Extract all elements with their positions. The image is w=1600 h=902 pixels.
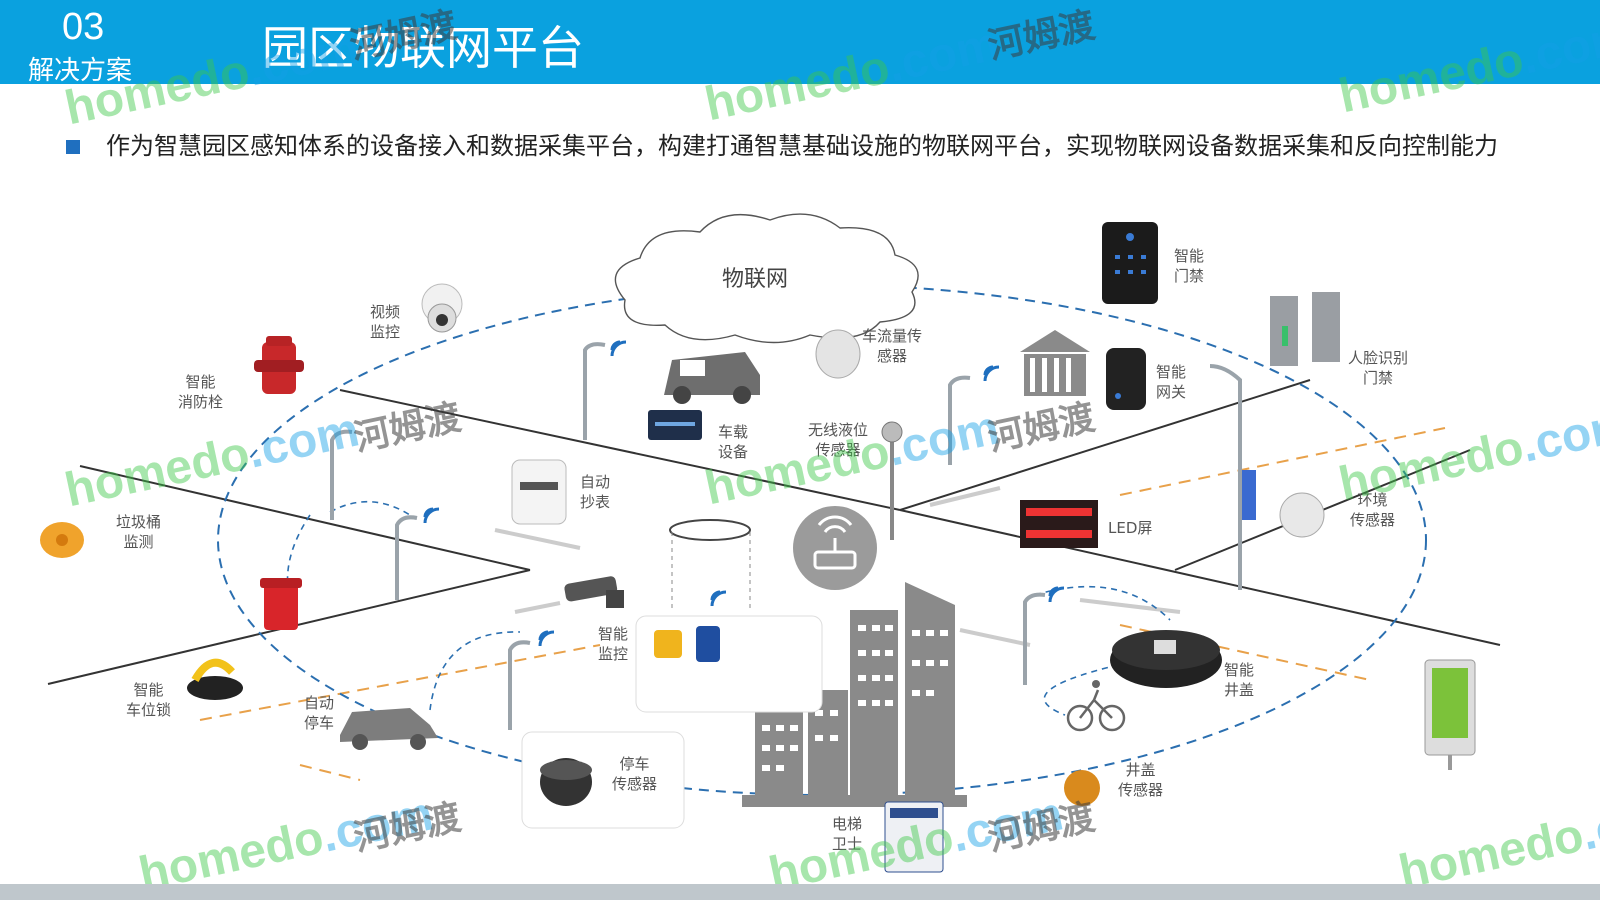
- label-access-control: 智能 门禁: [1174, 247, 1205, 285]
- label-face-gate: 人脸识别 门禁: [1348, 349, 1409, 387]
- trash-sensor: [40, 522, 84, 558]
- smart-pole-panel: [1242, 470, 1256, 520]
- section-number: 03: [62, 6, 105, 48]
- water-meter: [511, 459, 567, 525]
- intro-text: 作为智慧园区感知体系的设备接入和数据采集平台，构建打通智慧基础设施的物联网平台，…: [106, 132, 1498, 160]
- manhole-cover: [1110, 630, 1222, 688]
- lane-marks: [494, 486, 1181, 647]
- label-elevator-guard: 电梯 卫士: [832, 815, 863, 853]
- label-gateway: 智能 网关: [1156, 363, 1187, 401]
- fire-hydrant: [254, 336, 304, 394]
- label-manhole-sensor: 井盖 传感器: [1118, 761, 1164, 799]
- dome-camera: [421, 283, 463, 333]
- label-fire-hydrant: 智能 消防栓: [178, 373, 224, 411]
- wire-cage: [669, 519, 751, 610]
- liquid-sensor-box: [635, 615, 823, 713]
- access-keypad: [1102, 222, 1158, 304]
- vehicle-device: [648, 410, 702, 440]
- led-screen: [1020, 500, 1098, 548]
- manhole-sensor: [1064, 770, 1100, 806]
- red-trash-bin: [260, 578, 302, 630]
- parking-lock: [187, 658, 243, 700]
- parking-sensor-box: [521, 731, 685, 829]
- bicycle-icon: [1066, 680, 1126, 732]
- label-vehicle-device: 车载 设备: [718, 423, 749, 461]
- bullet-square: [66, 140, 80, 154]
- elevator-device: [884, 801, 944, 873]
- label-env-sensor: 环境 传感器: [1350, 491, 1396, 529]
- street-lamps: [330, 342, 1242, 730]
- bullet-camera: [564, 576, 624, 608]
- label-smart-monitor: 智能 监控: [598, 625, 629, 663]
- ad-board: [1424, 659, 1476, 770]
- label-trash-monitor: 垃圾桶 监测: [116, 513, 162, 551]
- face-gate: [1270, 292, 1340, 366]
- traffic-sensor: [815, 329, 861, 379]
- van-icon: [664, 352, 760, 404]
- gov-building: [1020, 330, 1090, 396]
- label-video-monitor: 视频 监控: [370, 303, 401, 341]
- building-windows: [762, 625, 948, 771]
- cloud-shape: [614, 213, 919, 344]
- gateway-device: [1106, 348, 1146, 410]
- header-bar: 03 解决方案 园区物联网平台: [0, 0, 1600, 86]
- car-icon: [340, 708, 438, 750]
- wifi-marks: [423, 340, 1065, 647]
- bottom-bar: [0, 884, 1600, 900]
- label-liquid-sensor: 无线液位 传感器: [808, 421, 869, 459]
- cloud-label: 物联网: [722, 267, 789, 292]
- liquid-probe: [881, 421, 903, 540]
- label-manhole-cover: 智能 井盖: [1224, 661, 1255, 699]
- label-auto-meter: 自动 抄表: [580, 473, 611, 511]
- page-title: 园区物联网平台: [262, 21, 584, 75]
- label-parking-sensor: 停车 传感器: [612, 755, 658, 793]
- router-icon: [793, 506, 877, 590]
- label-traffic-sensor: 车流量传 感器: [862, 327, 923, 365]
- section-name: 解决方案: [28, 56, 133, 86]
- label-auto-parking: 自动 停车: [304, 694, 335, 732]
- label-parking-lock: 智能 车位锁: [126, 681, 172, 719]
- label-led-screen: LED屏: [1108, 519, 1153, 537]
- env-sensor: [1279, 492, 1325, 538]
